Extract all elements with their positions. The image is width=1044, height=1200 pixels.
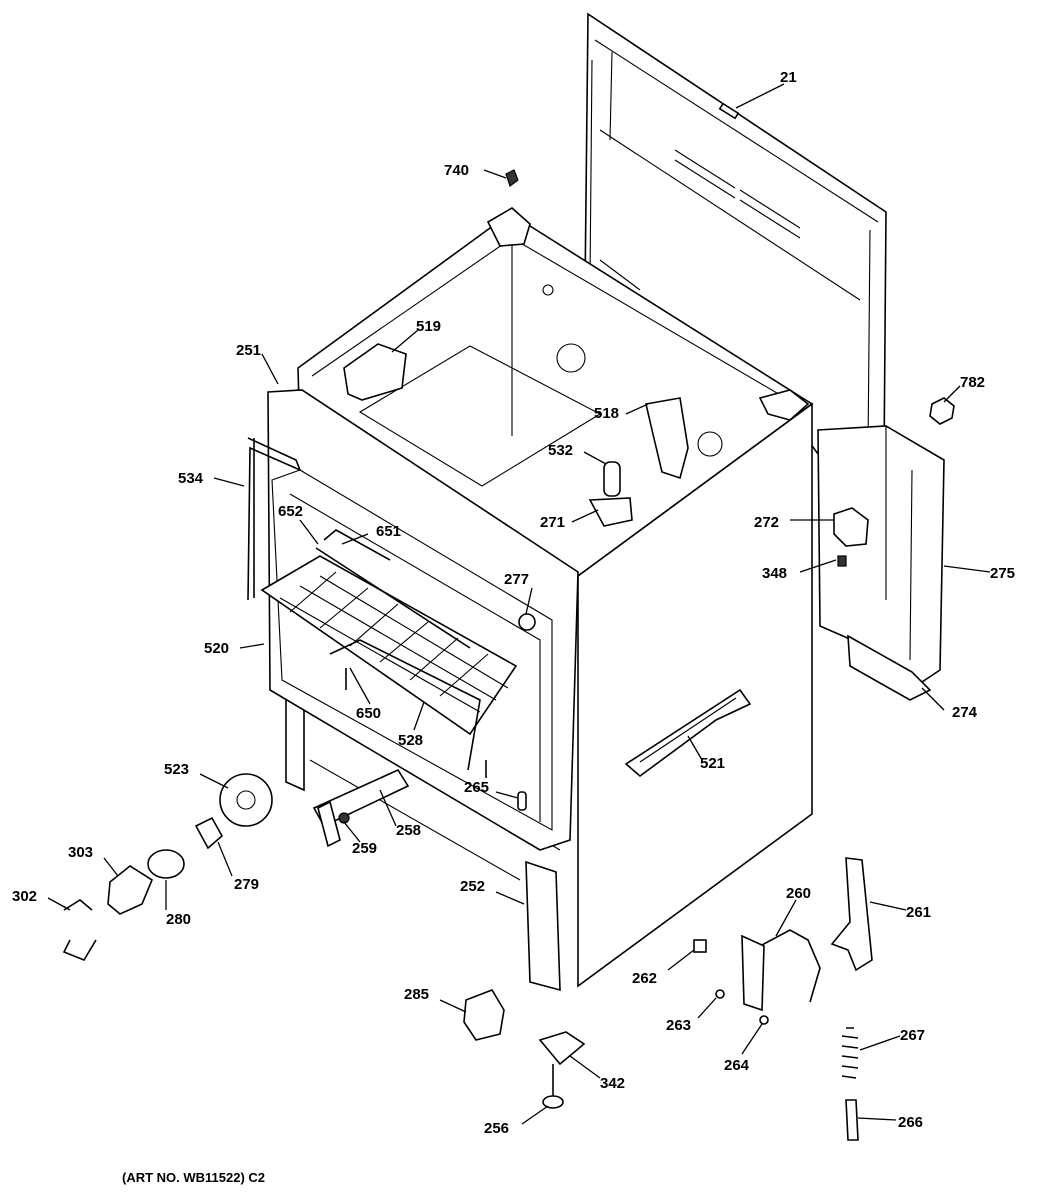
part-label-272: 272 (754, 514, 779, 531)
part-label-266: 266 (898, 1114, 923, 1131)
part-label-256: 256 (484, 1120, 509, 1137)
art-number: (ART NO. WB11522) C2 (122, 1170, 265, 1185)
part-label-260: 260 (786, 885, 811, 902)
small-parts-drawing (62, 169, 955, 1141)
part-label-650: 650 (356, 705, 381, 722)
part-label-271: 271 (540, 514, 565, 531)
part-label-348: 348 (762, 565, 787, 582)
part-label-267: 267 (900, 1027, 925, 1044)
part-label-521: 521 (700, 755, 725, 772)
part-label-528: 528 (398, 732, 423, 749)
part-label-519: 519 (416, 318, 441, 335)
part-label-534: 534 (178, 470, 204, 487)
part-label-259: 259 (352, 840, 377, 857)
part-label-258: 258 (396, 822, 421, 839)
part-labels: 21 740 519 251 782 518 534 532 652 651 2… (12, 69, 1015, 1137)
front-frame-drawing (260, 389, 579, 851)
part-label-274: 274 (952, 704, 978, 721)
part-label-651: 651 (376, 523, 401, 540)
leader-lines (47, 83, 991, 1125)
part-label-262: 262 (632, 970, 657, 987)
part-label-275: 275 (990, 565, 1015, 582)
part-label-263: 263 (666, 1017, 691, 1034)
part-label-264: 264 (724, 1057, 750, 1074)
part-label-261: 261 (906, 904, 931, 921)
part-label-252: 252 (460, 878, 485, 895)
part-label-532: 532 (548, 442, 573, 459)
part-label-520: 520 (204, 640, 229, 657)
part-label-523: 523 (164, 761, 189, 778)
part-label-342: 342 (600, 1075, 625, 1092)
part-label-21: 21 (780, 69, 797, 86)
part-label-279: 279 (234, 876, 259, 893)
part-label-518: 518 (594, 405, 619, 422)
part-label-285: 285 (404, 986, 429, 1003)
part-label-782: 782 (960, 374, 985, 391)
part-label-740: 740 (444, 162, 469, 179)
part-label-652: 652 (278, 503, 303, 520)
part-label-302: 302 (12, 888, 37, 905)
part-label-277: 277 (504, 571, 529, 588)
part-label-303: 303 (68, 844, 93, 861)
part-label-280: 280 (166, 911, 191, 928)
part-label-251: 251 (236, 342, 261, 359)
part-label-265: 265 (464, 779, 489, 796)
